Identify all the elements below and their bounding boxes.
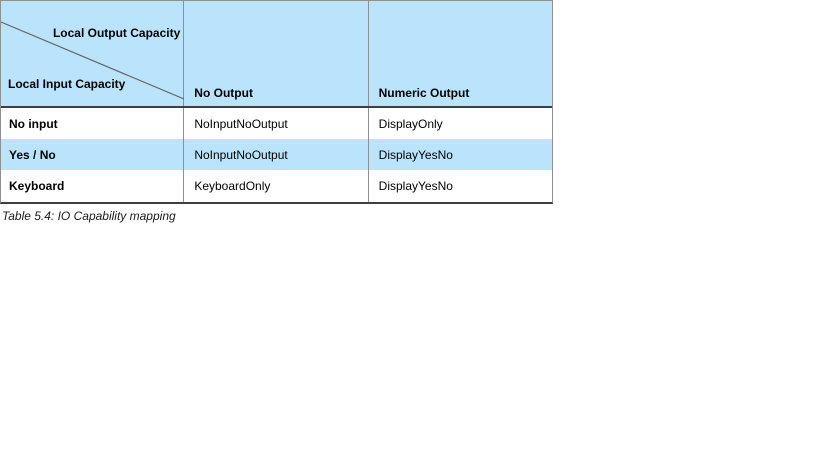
table-cell: DisplayOnly (367, 108, 552, 139)
io-capability-table: Local Output Capacity Local Input Capaci… (0, 0, 553, 204)
table-row: No input NoInputNoOutput DisplayOnly (1, 108, 552, 139)
table-header-row: Local Output Capacity Local Input Capaci… (1, 1, 552, 108)
row-header-yes-no: Yes / No (9, 147, 56, 162)
table-caption: Table 5.4: IO Capability mapping (2, 209, 176, 223)
table-row: Yes / No NoInputNoOutput DisplayYesNo (1, 139, 552, 170)
table-cell: NoInputNoOutput (183, 139, 367, 170)
column-axis-label: Local Output Capacity (52, 26, 181, 40)
table-cell: NoInputNoOutput (183, 108, 367, 139)
table-row: Keyboard KeyboardOnly DisplayYesNo (1, 170, 552, 202)
table-cell: DisplayYesNo (367, 170, 552, 202)
row-axis-label: Local Input Capacity (8, 77, 126, 91)
diagonal-divider-line (1, 21, 184, 100)
column-header-numeric-output: Numeric Output (367, 1, 552, 106)
diagonal-header-cell: Local Output Capacity Local Input Capaci… (1, 1, 184, 106)
table-cell: DisplayYesNo (367, 139, 552, 170)
row-header-keyboard: Keyboard (9, 179, 65, 193)
row-header-no-input: No input (9, 116, 58, 131)
column-header-no-output: No Output (183, 1, 367, 106)
table-cell: KeyboardOnly (183, 170, 367, 202)
